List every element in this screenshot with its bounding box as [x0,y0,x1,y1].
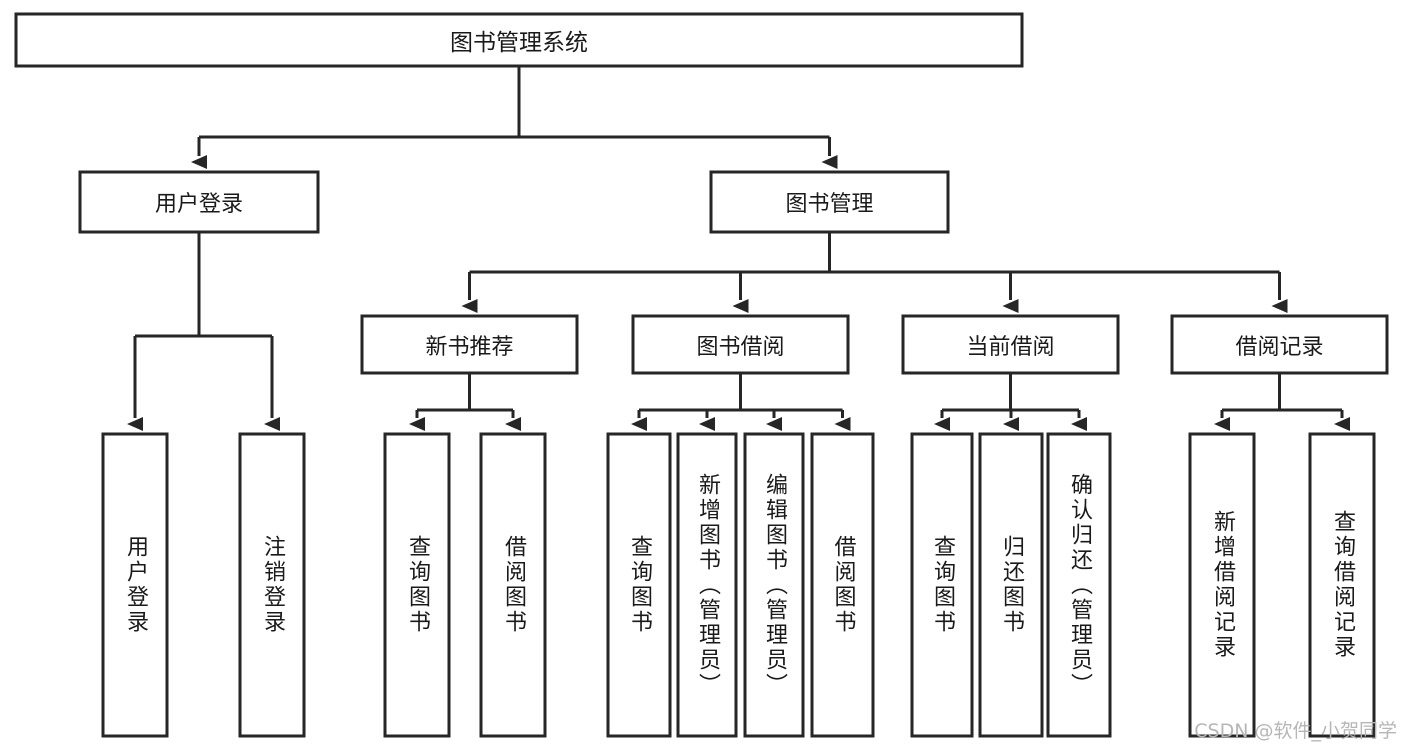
connector-layer [127,66,1350,431]
node-book-borrow[interactable] [631,314,850,375]
node-current-borrow[interactable] [901,314,1120,375]
node-leaf-logout[interactable] [238,432,306,738]
node-root[interactable] [14,12,1024,68]
node-borrow-record[interactable] [1170,314,1389,375]
node-leaf-confirm-return[interactable] [1046,432,1112,738]
node-new-book-recommend[interactable] [360,314,579,375]
node-leaf-add-record[interactable] [1188,432,1256,738]
node-leaf-query-record[interactable] [1308,432,1376,738]
node-book-manage[interactable] [709,170,950,234]
node-leaf-edit-book[interactable] [743,432,805,738]
node-leaf-query-book-rec[interactable] [383,432,451,738]
node-leaf-return-book[interactable] [978,432,1044,738]
node-leaf-borrow-book[interactable] [810,432,875,738]
node-leaf-query-book-cur[interactable] [910,432,974,738]
node-user-login[interactable] [78,170,320,234]
node-leaf-borrow-book-rec[interactable] [479,432,547,738]
box-layer [14,12,1389,738]
node-leaf-add-book[interactable] [676,432,738,738]
node-leaf-user-login[interactable] [101,432,169,738]
node-leaf-query-book-borrow[interactable] [606,432,672,738]
